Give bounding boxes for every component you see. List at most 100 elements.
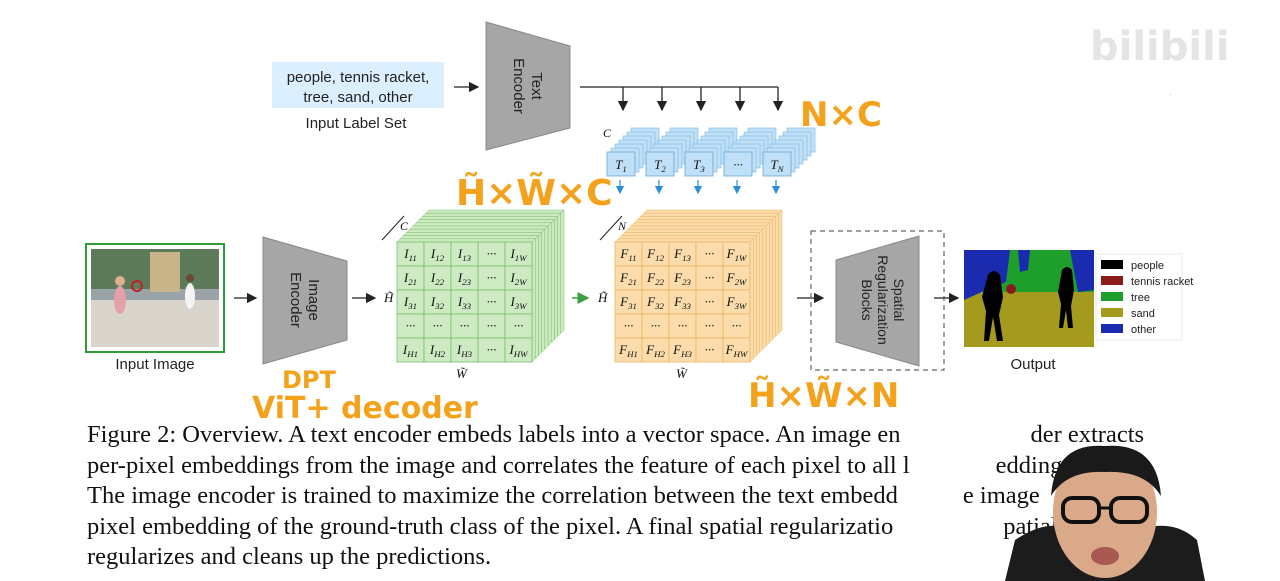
label-set-line-2: tree, sand, other (303, 89, 412, 106)
token-3-front (684, 151, 714, 177)
cube-cell-label: F31 (619, 294, 637, 311)
cube-cell-label: F32 (646, 294, 664, 311)
cube-cell-label: I3W (509, 294, 528, 311)
spatial-block-line-1: Spatial (891, 279, 907, 322)
token-label: TN (770, 157, 784, 174)
presenter-mouth (1091, 547, 1119, 565)
seg-other-left (964, 250, 1010, 300)
token-label: T2 (654, 157, 666, 174)
cube-cell-label: ··· (514, 318, 524, 333)
output-caption: Output (1010, 356, 1056, 373)
cube-side-slab (544, 225, 549, 350)
cube-cell-label: IH3 (456, 342, 473, 359)
label-set-line-1: people, tennis racket, (287, 69, 430, 86)
cube-cell (450, 241, 479, 267)
cube-top-slab (623, 228, 764, 233)
legend-label-sand: sand (1131, 308, 1155, 320)
text-encoder: Text Encoder (485, 21, 571, 151)
caption-line-5: regularizes and cleans up the prediction… (87, 543, 492, 571)
image-cube-dim-w: W̃ (456, 366, 468, 381)
cube-side-slab (762, 225, 767, 350)
legend-swatch-other (1101, 324, 1123, 333)
cube-side-slab (752, 234, 757, 360)
label-set-caption: Input Label Set (306, 115, 408, 132)
cube-top-slab (412, 222, 552, 227)
seg-person-2 (1058, 267, 1074, 328)
input-image-caption: Input Image (115, 356, 194, 373)
cube-cell-label: F12 (646, 246, 664, 263)
cube-cell (641, 337, 670, 363)
cube-cell (641, 265, 670, 291)
cube-top-slab (617, 235, 758, 240)
cube-top-slab (399, 235, 540, 240)
legend-label-tennis-racket: tennis racket (1131, 276, 1193, 288)
input-image-frame (85, 243, 225, 353)
cube-cell-label: IH2 (429, 342, 446, 359)
cube-cell (722, 337, 751, 363)
cube-cell-label: IHW (508, 342, 529, 359)
cube-cell (396, 337, 425, 363)
caption-line-2: per-pixel embeddings from the image and … (87, 451, 1078, 479)
cube-cell-label: ··· (487, 342, 497, 357)
cube-cell-label: F21 (619, 270, 637, 287)
text-encoder-line-1: Text (528, 72, 545, 100)
cube-cell (396, 265, 425, 291)
cube-cell (641, 241, 670, 267)
cube-cell-label: F22 (646, 270, 664, 287)
cube-cell-label: ··· (487, 270, 497, 285)
cube-cell-label: F13 (673, 246, 691, 263)
presenter-glasses-left (1061, 496, 1101, 524)
text-encoder-shape (485, 21, 571, 151)
cube-top-slab (633, 219, 774, 224)
cube-cell (695, 289, 724, 315)
cube-side-slab (756, 231, 760, 357)
cube-side-slab (772, 215, 776, 341)
cube-side-slab (550, 218, 555, 344)
photo-racket (131, 280, 143, 292)
seg-racket (1006, 284, 1016, 294)
legend-swatch-tennis-racket (1101, 276, 1123, 285)
cube-cell-label: ··· (487, 246, 497, 261)
cube-top-slab (418, 216, 559, 220)
figure-caption: Figure 2: Overview. A text encoder embed… (87, 420, 1217, 573)
cube-side-slab (534, 234, 539, 360)
cube-cell-label: F33 (673, 294, 691, 311)
token-5-front (762, 151, 792, 177)
cube-cell-label: ··· (487, 294, 497, 309)
image-encoder-line-2: Encoder (287, 272, 304, 328)
cube-cell-label: I31 (403, 294, 417, 311)
cube-cell-label: FH3 (672, 342, 692, 359)
cube-cell (722, 313, 751, 339)
caption-line-1: Figure 2: Overview. A text encoder embed… (87, 421, 1145, 448)
cube-top-slab (614, 238, 754, 243)
cube-cell-label: I13 (457, 246, 472, 263)
cube-cell-label: ··· (705, 294, 715, 309)
token-label: T1 (615, 157, 627, 174)
annotation-hwc: H̃×W̃×C (456, 172, 613, 214)
cube-cell-label: ··· (460, 318, 470, 333)
cube-cell (722, 289, 751, 315)
cube-top-slab (396, 238, 536, 243)
spatial-block-dashed-frame (810, 230, 945, 371)
cube-cell-label: IH1 (402, 342, 418, 359)
cube-cell (396, 289, 425, 315)
spatial-block-line-2: Regularization (875, 255, 891, 345)
token-1-front (606, 151, 636, 177)
cube-cell-label: ··· (705, 342, 715, 357)
image-cube-dim-c: C (400, 219, 409, 233)
image-cube-dim-h: H̃ (383, 290, 394, 305)
legend-swatch-tree (1101, 292, 1123, 301)
cube-cell-label: ··· (705, 246, 715, 261)
cube-cell (668, 265, 697, 291)
cube-cell-label: ··· (624, 318, 634, 333)
seg-other-mid (1018, 250, 1030, 272)
feature-cube-dim-n: N (617, 219, 627, 233)
cube-cell (668, 313, 697, 339)
spatial-block-shape (835, 235, 920, 367)
cube-cell (641, 313, 670, 339)
cube-cell-label: I33 (457, 294, 472, 311)
watermark: bilibili (1090, 24, 1230, 70)
cube-top-slab (630, 222, 770, 227)
